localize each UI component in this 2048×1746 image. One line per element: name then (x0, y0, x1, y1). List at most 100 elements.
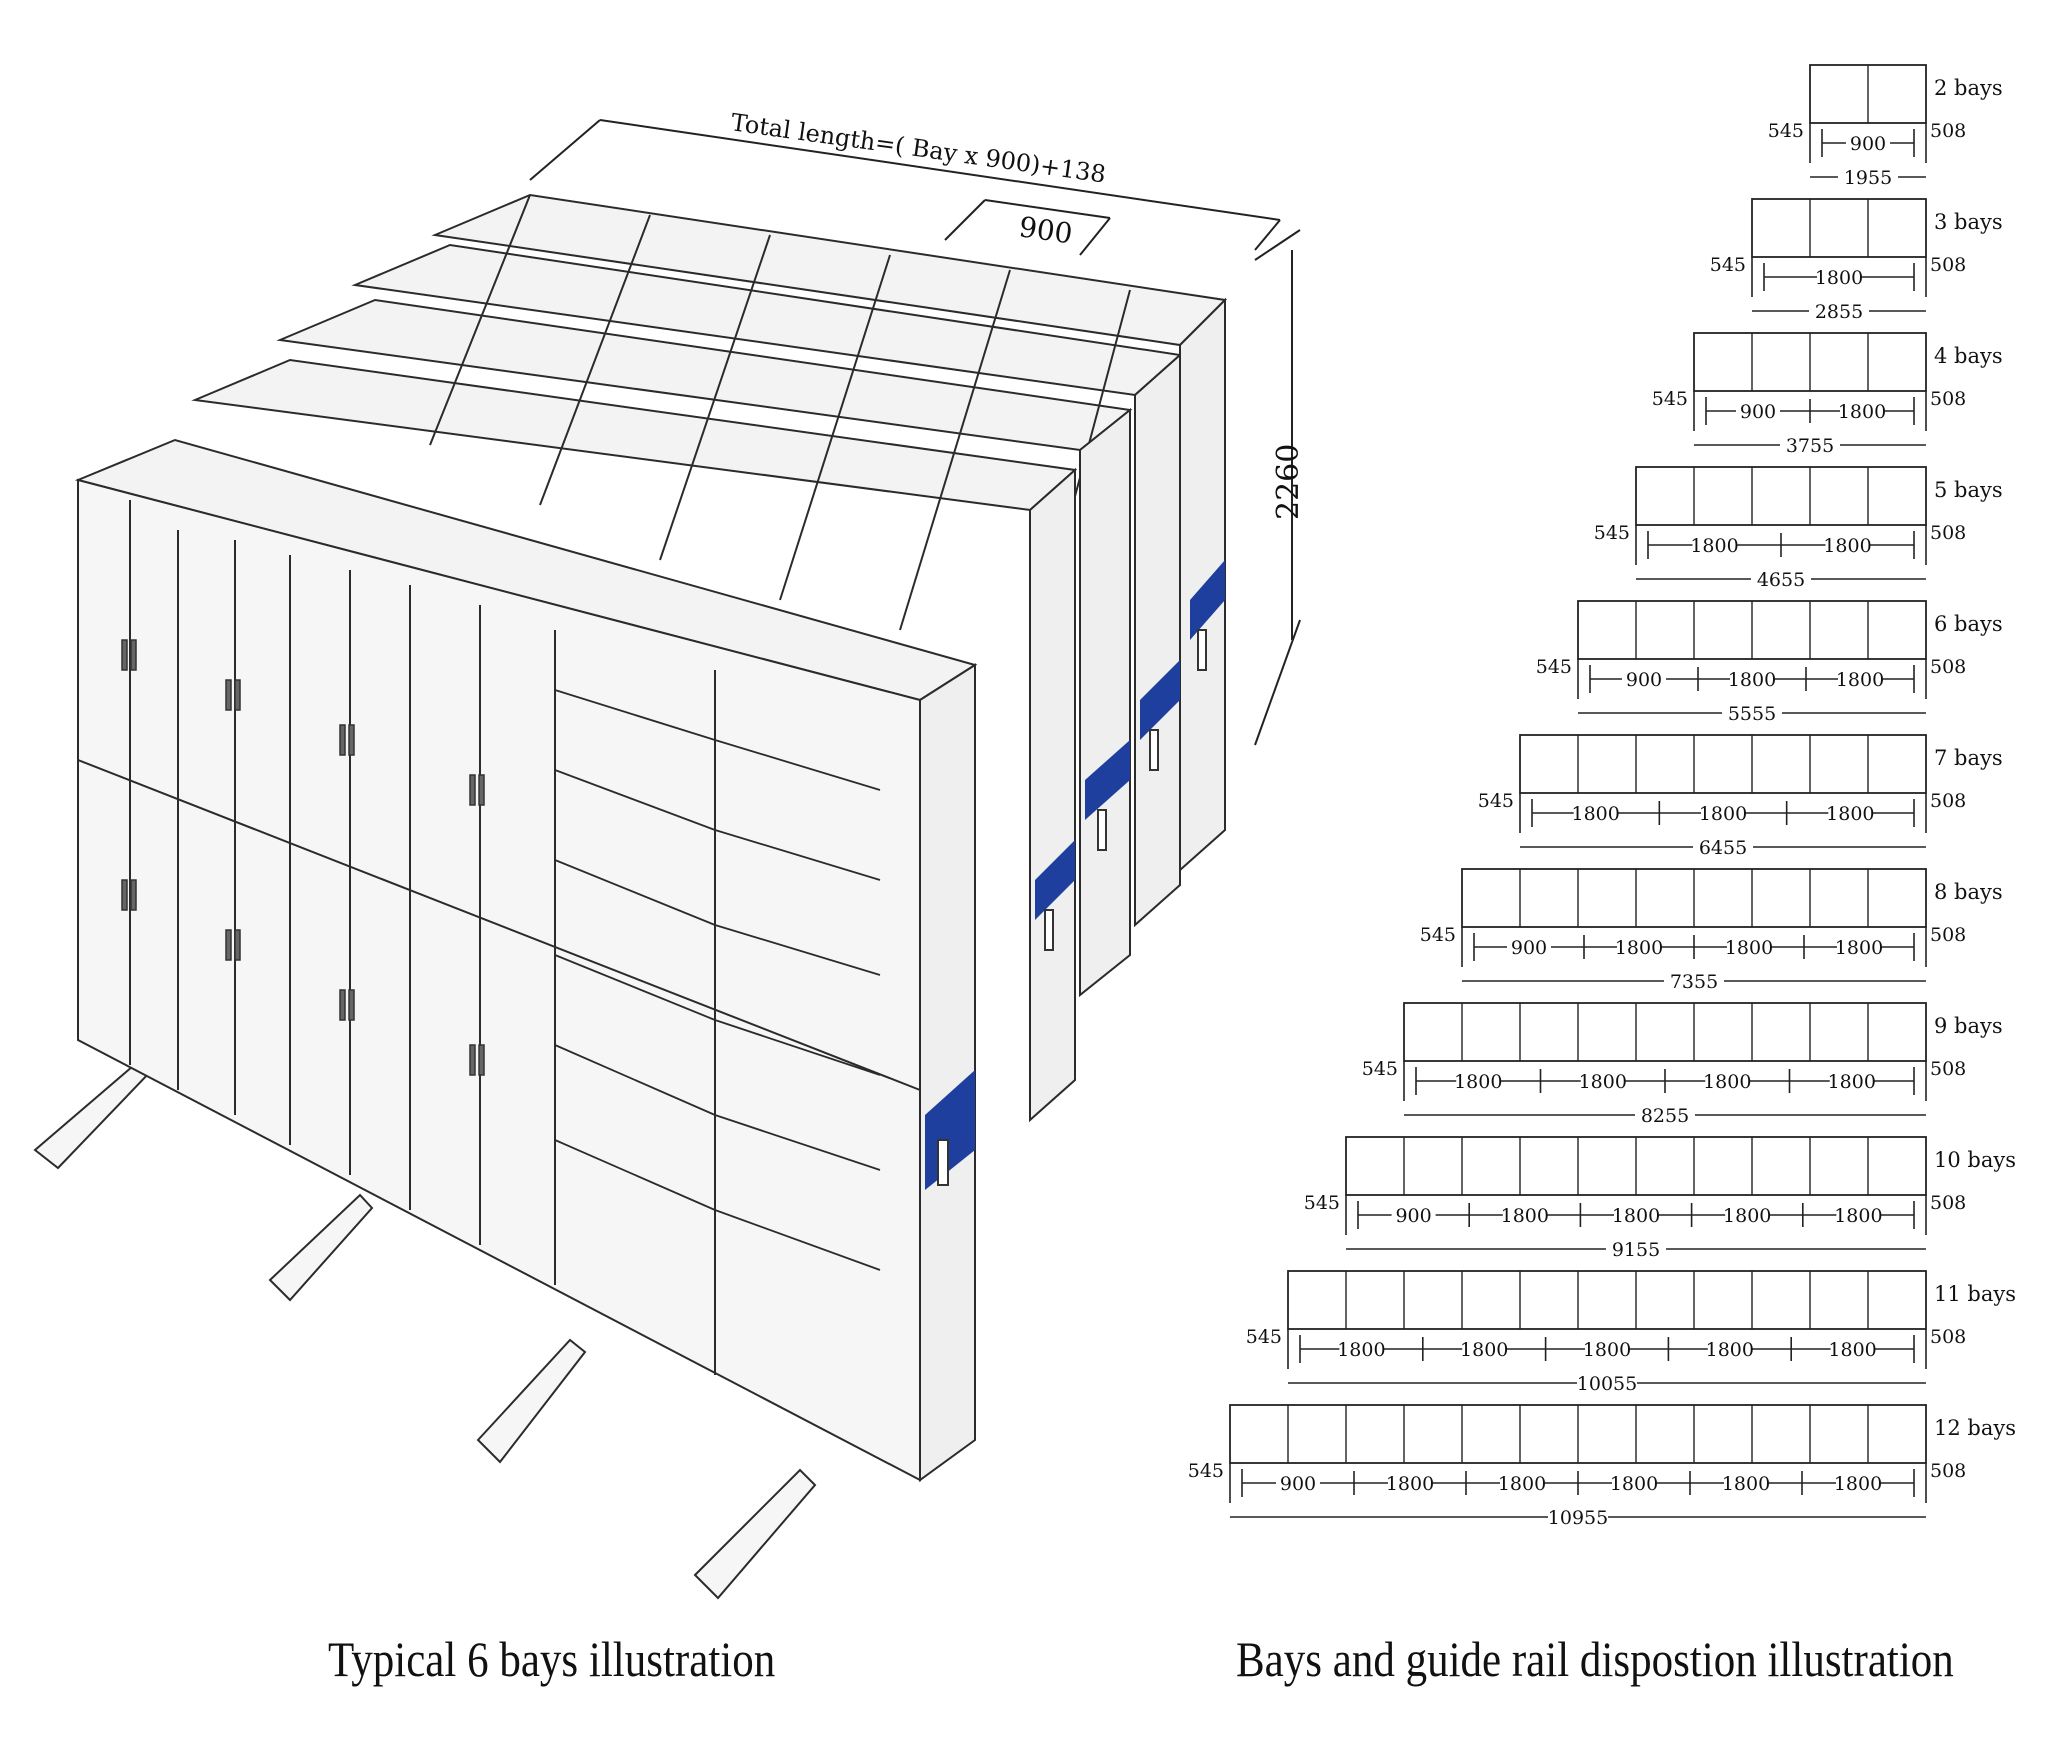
segment-label: 1800 (1828, 1071, 1876, 1093)
floor-rail-4 (693, 1468, 817, 1600)
segment-label-bg (1817, 266, 1861, 288)
segment-label: 1800 (1583, 1339, 1631, 1361)
bay-count-label: 4 bays (1934, 344, 2003, 368)
segment-label: 1800 (1828, 1339, 1876, 1361)
segment-label-bg (1840, 400, 1884, 422)
segment-label: 1800 (1571, 803, 1619, 825)
total-label-bg (1577, 1372, 1637, 1394)
total-length-label: 2855 (1815, 301, 1863, 323)
segment-label-bg (1701, 802, 1745, 824)
segment-label: 1800 (1690, 535, 1738, 557)
segment-label-bg (1836, 1472, 1880, 1494)
right-caption: Bays and guide rail dispostion illustrat… (1236, 1631, 1954, 1687)
mobile-shelving-illustration: Total length=( Bay x 900)+138 900 2260 (33, 108, 1306, 1600)
unit-side-3 (1079, 407, 1131, 998)
total-label-bg (1780, 434, 1840, 456)
left-offset-label: 545 (1768, 120, 1804, 142)
segment-label: 1800 (1823, 535, 1871, 557)
total-length-label: 3755 (1786, 435, 1834, 457)
segment-label: 1800 (1501, 1205, 1549, 1227)
right-offset-label: 508 (1930, 656, 1966, 678)
segment-label-bg (1846, 132, 1890, 154)
total-length-dimension (599, 119, 1281, 221)
bay-count-label: 11 bays (1934, 1282, 2016, 1306)
bay-count-label: 10 bays (1934, 1148, 2016, 1172)
segment-label: 900 (1850, 133, 1886, 155)
bay-block (1751, 198, 1927, 258)
segment-label-bg (1339, 1338, 1384, 1360)
bay-width-dimension (984, 199, 1111, 219)
total-label-bg (1693, 836, 1753, 858)
back-unit-tops (74, 193, 1228, 702)
left-caption: Typical 6 bays illustration (328, 1631, 776, 1687)
right-offset-label: 508 (1930, 1192, 1966, 1214)
segment-label: 1800 (1699, 803, 1747, 825)
segment-label: 900 (1280, 1473, 1316, 1495)
left-offset-label: 545 (1478, 790, 1514, 812)
bay-count-label: 5 bays (1934, 478, 2003, 502)
segment-label: 1800 (1836, 669, 1884, 691)
segment-label-bg (1825, 534, 1870, 556)
total-length-label: 10055 (1577, 1373, 1637, 1395)
bay-block (1519, 734, 1927, 794)
segment-label-bg (1622, 668, 1666, 690)
open-shelves (554, 689, 881, 1271)
left-offset-label: 545 (1710, 254, 1746, 276)
handle-band-4 (1140, 660, 1180, 740)
bay-count-label: 8 bays (1934, 880, 2003, 904)
total-length-label: Total length=( Bay x 900)+138 (729, 108, 1107, 188)
segment-label-bg (1730, 668, 1774, 690)
segment-label: 1800 (1706, 1339, 1754, 1361)
segment-label-bg (1391, 1204, 1436, 1226)
total-label-bg (1664, 970, 1724, 992)
floor-rails (33, 1058, 817, 1600)
segment-label: 900 (1395, 1205, 1431, 1227)
total-length-label: 10955 (1548, 1507, 1608, 1529)
segment-label-bg (1614, 1204, 1658, 1226)
segment-label: 900 (1626, 669, 1662, 691)
segment-label-bg (1500, 1472, 1544, 1494)
right-offset-label: 508 (1930, 1460, 1966, 1482)
segment-label-bg (1707, 1338, 1752, 1360)
total-length-label: 6455 (1699, 837, 1747, 859)
total-label-bg (1635, 1104, 1695, 1126)
total-label-bg (1838, 166, 1898, 188)
segment-label-bg (1617, 936, 1661, 958)
left-offset-label: 545 (1420, 924, 1456, 946)
segment-label: 1800 (1579, 1071, 1627, 1093)
segment-label-bg (1462, 1338, 1507, 1360)
total-length-label: 7355 (1670, 971, 1718, 993)
segment-label: 1800 (1725, 937, 1773, 959)
unit-side-1 (919, 663, 976, 1482)
unit-side-2 (1029, 467, 1076, 1123)
right-offset-label: 508 (1930, 388, 1966, 410)
height-label: 2260 (1271, 444, 1306, 520)
handle-band-2 (1035, 840, 1075, 920)
segment-label-bg (1507, 936, 1551, 958)
right-offset-label: 508 (1930, 254, 1966, 276)
segment-label: 1800 (1834, 1205, 1882, 1227)
lever-3 (1097, 809, 1107, 851)
segment-label-bg (1580, 1070, 1625, 1092)
total-length-label: 9155 (1612, 1239, 1660, 1261)
segment-label-bg (1830, 1338, 1875, 1360)
segment-label: 1800 (1834, 1473, 1882, 1495)
right-offset-label: 508 (1930, 1058, 1966, 1080)
left-offset-label: 545 (1536, 656, 1572, 678)
segment-label: 1800 (1337, 1339, 1385, 1361)
segment-label: 1800 (1815, 267, 1863, 289)
front-unit (77, 478, 921, 1482)
total-label-bg (1809, 300, 1869, 322)
segment-label-bg (1838, 668, 1882, 690)
bay-count-label: 7 bays (1934, 746, 2003, 770)
total-label-bg (1548, 1506, 1608, 1528)
segment-label-bg (1829, 1070, 1874, 1092)
segment-label: 900 (1511, 937, 1547, 959)
total-length-label: 8255 (1641, 1105, 1689, 1127)
total-length-label: 5555 (1728, 703, 1776, 725)
handle-band-5 (1190, 560, 1225, 640)
left-offset-label: 545 (1652, 388, 1688, 410)
segment-label: 1800 (1610, 1473, 1658, 1495)
